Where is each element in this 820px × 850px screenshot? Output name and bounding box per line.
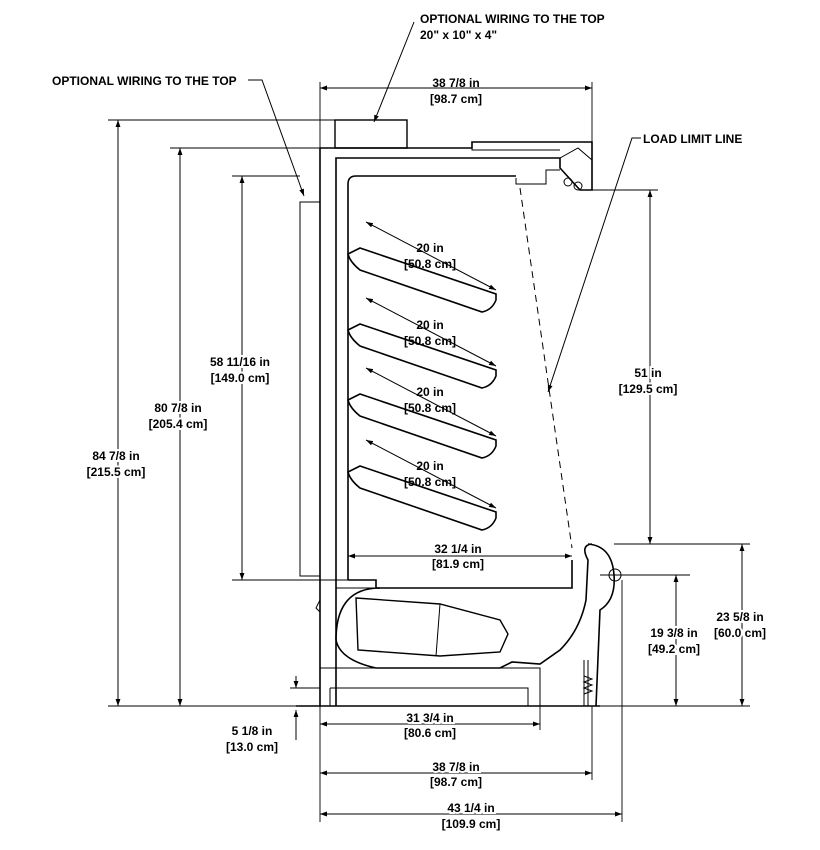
cabinet-height-cm: [205.4 cm] (149, 417, 208, 431)
base-width-cm: [80.6 cm] (404, 726, 456, 740)
bottom-width-cm: [98.7 cm] (430, 775, 482, 789)
shelf-3-in: 20 in (416, 385, 443, 399)
shelf-3-cm: [50.8 cm] (404, 401, 456, 415)
leader-load-limit (547, 137, 641, 393)
wiring-left-label: OPTIONAL WIRING TO THE TOP (52, 74, 237, 88)
load-limit-label: LOAD LIMIT LINE (643, 132, 742, 146)
shelf-2-in: 20 in (416, 318, 443, 332)
base-height-in: 5 1/8 in (232, 724, 273, 738)
overall-width-cm: [109.9 cm] (442, 817, 501, 831)
extension-lines (108, 82, 750, 822)
shelf-4-cm: [50.8 cm] (404, 475, 456, 489)
wiring-top-label: OPTIONAL WIRING TO THE TOP (420, 12, 605, 26)
shelf-4-in: 20 in (416, 459, 443, 473)
dim-shelf-1 (365, 221, 497, 291)
wiring-top-size: 20" x 10" x 4" (420, 28, 497, 42)
deck-depth-in: 32 1/4 in (434, 542, 481, 556)
load-limit-line (519, 187, 573, 549)
shelf-2-cm: [50.8 cm] (404, 334, 456, 348)
leader-lines (248, 21, 641, 393)
bumper-height-in: 23 5/8 in (716, 610, 763, 624)
shelf-1-in: 20 in (416, 241, 443, 255)
shelf-1-cm: [50.8 cm] (404, 257, 456, 271)
bumper-height-cm: [60.0 cm] (714, 626, 766, 640)
dim-shelf-3 (365, 367, 497, 437)
overall-width-in: 43 1/4 in (447, 801, 494, 815)
opening-height-cm: [129.5 cm] (619, 382, 678, 396)
front-height-in: 19 3/8 in (650, 626, 697, 640)
deck-depth-cm: [81.9 cm] (432, 557, 484, 571)
leader-wiring-left (248, 79, 305, 197)
front-height-cm: [49.2 cm] (648, 642, 700, 656)
dimension-lines (115, 85, 745, 817)
interior-height-in: 58 11/16 in (210, 355, 270, 369)
cabinet-height-in: 80 7/8 in (154, 401, 201, 415)
opening-height-in: 51 in (634, 366, 661, 380)
evaporator-coil (355, 597, 509, 657)
case-outline (296, 119, 622, 707)
overall-height-in: 84 7/8 in (92, 449, 139, 463)
interior-height-cm: [149.0 cm] (211, 371, 270, 385)
top-wiring-box (334, 119, 408, 149)
dim-shelf-2 (365, 297, 497, 367)
leader-wiring-top (373, 21, 415, 123)
labels: OPTIONAL WIRING TO THE TOP 20" x 10" x 4… (52, 12, 768, 831)
top-width-cm: [98.7 cm] (430, 92, 482, 106)
dim-shelf-4 (365, 439, 497, 509)
bottom-width-in: 38 7/8 in (432, 760, 479, 774)
top-width-in: 38 7/8 in (432, 76, 479, 90)
base-width-in: 31 3/4 in (406, 711, 453, 725)
base-height-cm: [13.0 cm] (226, 740, 278, 754)
shelf-4 (347, 465, 497, 531)
overall-height-cm: [215.5 cm] (87, 465, 146, 479)
